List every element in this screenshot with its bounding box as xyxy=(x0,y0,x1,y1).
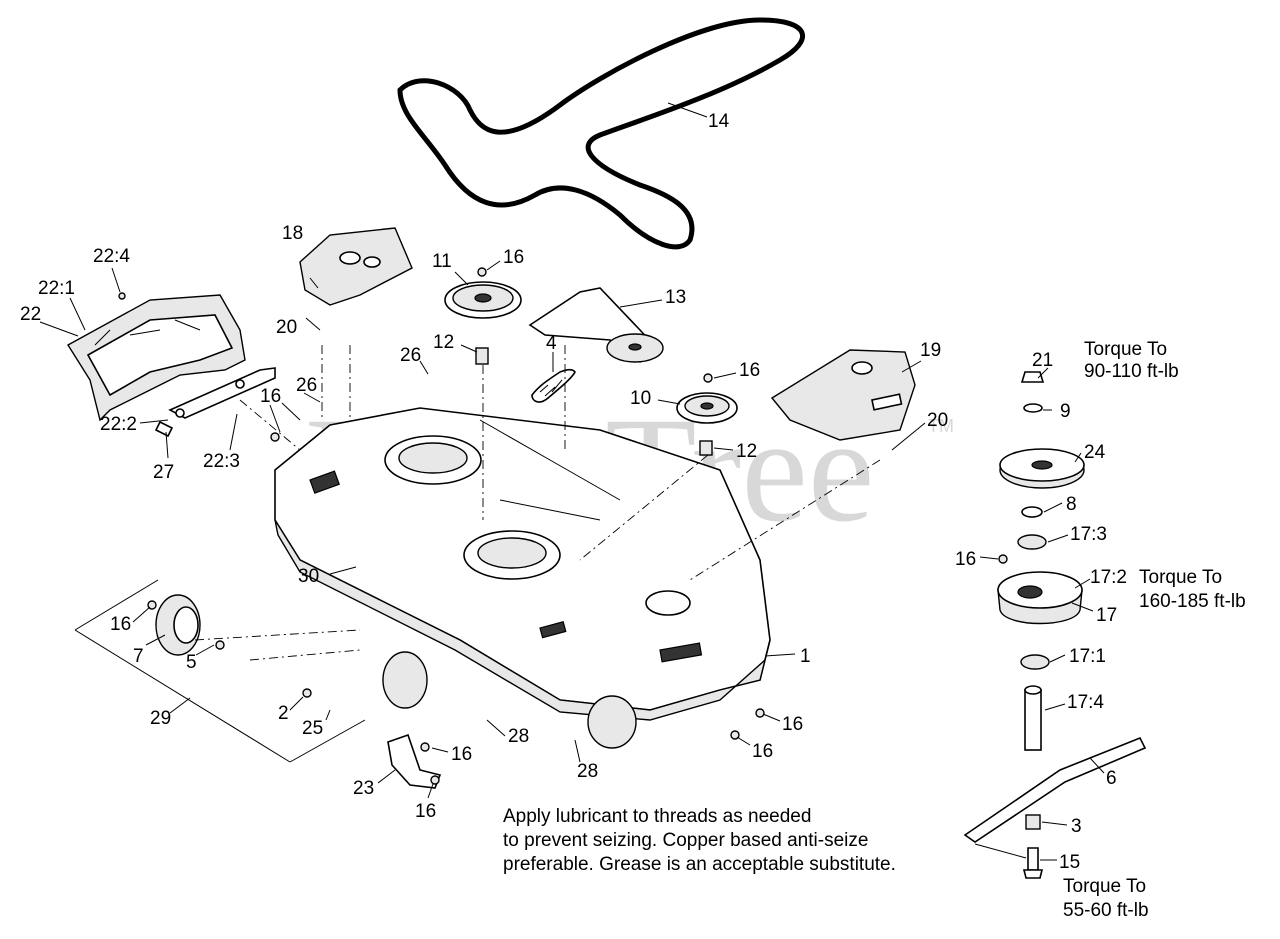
label-22-2: 22:2 xyxy=(100,414,137,435)
idler-arm-13-part xyxy=(528,287,664,363)
label-18: 18 xyxy=(282,223,303,244)
pulley-11-part xyxy=(444,281,522,319)
label-17: 17 xyxy=(1096,605,1117,626)
label-26-upper: 26 xyxy=(400,345,421,366)
torque-21-line2: 90-110 ft-lb xyxy=(1084,361,1179,382)
label-30: 30 xyxy=(298,566,319,587)
torque-17-line1: Torque To xyxy=(1139,567,1222,588)
note-line-1: Apply lubricant to threads as needed xyxy=(503,806,811,827)
note-line-3: preferable. Grease is an acceptable subs… xyxy=(503,854,896,875)
label-16-pulley-11: 16 xyxy=(503,247,524,268)
label-26-lower: 26 xyxy=(296,375,317,396)
label-24: 24 xyxy=(1084,442,1106,463)
label-16-deck-lower: 16 xyxy=(752,741,773,762)
label-22: 22 xyxy=(20,304,41,325)
label-16-wheel: 16 xyxy=(110,614,131,635)
label-28-left: 28 xyxy=(508,726,529,747)
cover-bracket-part xyxy=(154,367,276,438)
label-22-1: 22:1 xyxy=(38,278,75,299)
torque-specs: Torque To 90-110 ft-lb Torque To 160-185… xyxy=(1063,339,1246,921)
deck-wheel-front-part xyxy=(382,651,428,709)
label-3: 3 xyxy=(1071,816,1082,837)
label-17-2: 17:2 xyxy=(1090,567,1127,588)
label-13: 13 xyxy=(665,287,686,308)
label-6: 6 xyxy=(1106,768,1117,789)
label-4: 4 xyxy=(546,333,557,354)
label-21: 21 xyxy=(1032,350,1053,371)
belt-cover-19-part xyxy=(770,349,916,441)
label-17-4: 17:4 xyxy=(1067,692,1104,713)
spring-4-part xyxy=(531,368,576,403)
label-17-1: 17:1 xyxy=(1069,646,1106,667)
label-14: 14 xyxy=(708,111,730,132)
part-labels: 14 11 16 13 4 12 16 10 12 19 20 18 20 26… xyxy=(20,111,1127,873)
label-16-pulley-10: 16 xyxy=(739,360,760,381)
label-16-bracket-lower: 16 xyxy=(415,801,436,822)
label-16-cover: 16 xyxy=(260,386,281,407)
mower-deck-part xyxy=(274,407,771,721)
label-27: 27 xyxy=(153,462,174,483)
label-8: 8 xyxy=(1066,494,1077,515)
label-19: 19 xyxy=(920,340,941,361)
label-20-left: 20 xyxy=(276,317,297,338)
alignment-lines xyxy=(194,345,881,661)
label-23: 23 xyxy=(353,778,374,799)
pulley-10-part xyxy=(676,392,738,424)
label-9: 9 xyxy=(1060,401,1071,422)
belt-cover-18-part xyxy=(299,227,413,306)
label-7: 7 xyxy=(133,646,144,667)
label-29: 29 xyxy=(150,708,171,729)
label-12-lower: 12 xyxy=(736,441,757,462)
torque-15-line2: 55-60 ft-lb xyxy=(1063,900,1149,921)
deck-wheel-rear-part xyxy=(587,695,637,749)
label-16-spindle: 16 xyxy=(955,549,976,570)
torque-15-line1: Torque To xyxy=(1063,876,1146,897)
label-10: 10 xyxy=(630,388,651,409)
label-22-4: 22:4 xyxy=(93,246,130,267)
label-20-right: 20 xyxy=(927,410,948,431)
label-2: 2 xyxy=(278,703,289,724)
left-belt-cover-part xyxy=(67,294,246,422)
leader-lines xyxy=(39,102,1105,861)
label-16-bracket-upper: 16 xyxy=(451,744,472,765)
gauge-wheel-7-part xyxy=(155,594,201,656)
torque-17-line2: 160-185 ft-lb xyxy=(1139,591,1246,612)
label-1: 1 xyxy=(800,646,811,667)
label-16-deck-right: 16 xyxy=(782,714,803,735)
torque-21-line1: Torque To xyxy=(1084,339,1167,360)
spacer-12b-part xyxy=(699,440,713,456)
label-28-right: 28 xyxy=(577,761,598,782)
label-17-3: 17:3 xyxy=(1070,524,1107,545)
label-11: 11 xyxy=(432,251,452,272)
spindle-assembly-part xyxy=(963,371,1147,879)
group-bracket-29 xyxy=(74,579,366,763)
belt-part xyxy=(397,17,805,250)
watermark-trademark: TM xyxy=(928,416,954,436)
label-12-upper: 12 xyxy=(433,332,454,353)
spacer-12-part xyxy=(475,347,489,365)
lubrication-note: Apply lubricant to threads as needed to … xyxy=(503,806,896,875)
label-5: 5 xyxy=(186,652,197,673)
label-25: 25 xyxy=(302,718,323,739)
label-22-3: 22:3 xyxy=(203,451,240,472)
hardware-dots xyxy=(118,267,1008,785)
note-line-2: to prevent seizing. Copper based anti-se… xyxy=(503,830,868,851)
label-15: 15 xyxy=(1059,852,1080,873)
